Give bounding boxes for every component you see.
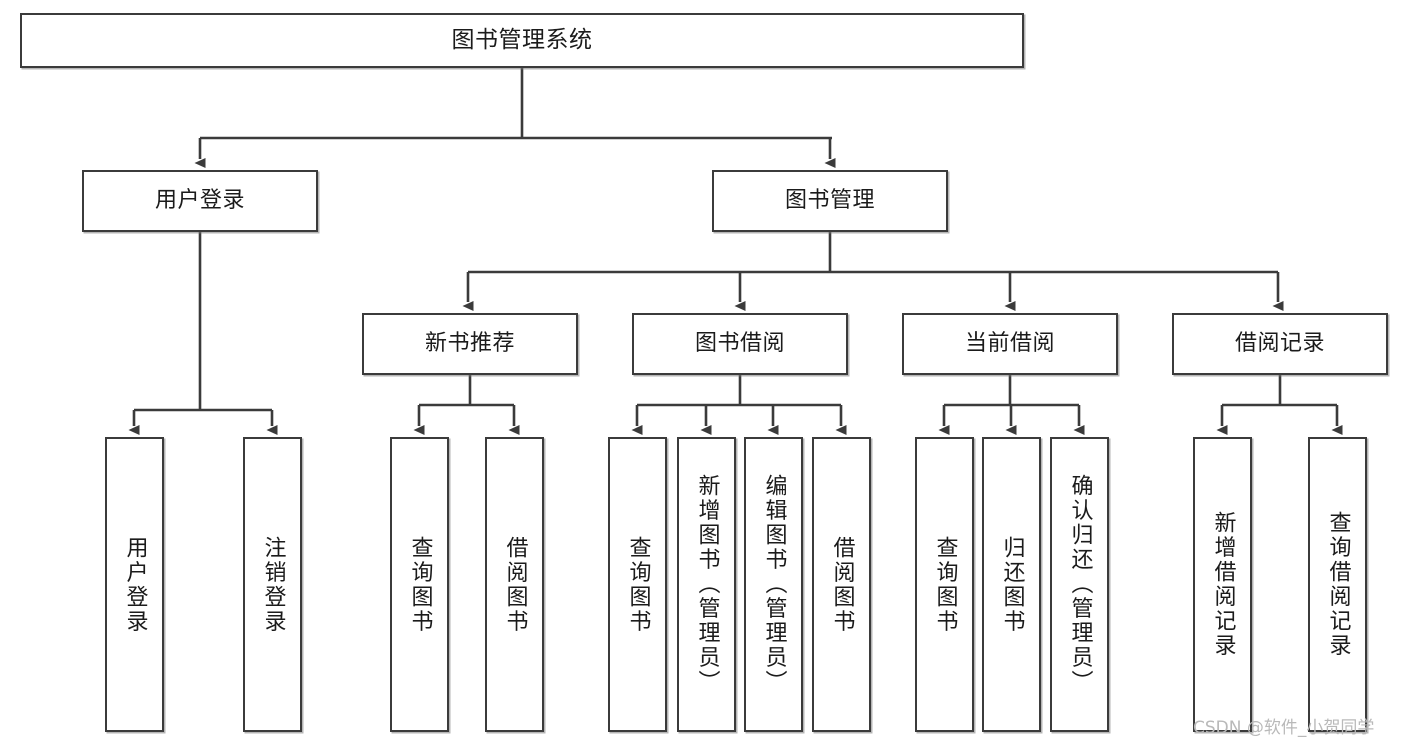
- node-book-borrow[interactable]: 图书借阅: [632, 313, 848, 375]
- leaf-edit-book-admin[interactable]: 编辑图书（管理员）: [744, 437, 803, 732]
- node-new-book-recommend-label: 新书推荐: [424, 330, 515, 356]
- node-book-manage[interactable]: 图书管理: [712, 170, 948, 232]
- leaf-return-book[interactable]: 归还图书: [982, 437, 1041, 732]
- leaf-confirm-return-admin-label: 确认归还（管理员）: [1067, 474, 1093, 695]
- leaf-query-book-brw[interactable]: 查询图书: [608, 437, 667, 732]
- leaf-query-book-cur-label: 查询图书: [932, 535, 958, 634]
- node-root-label: 图书管理系统: [451, 26, 593, 53]
- node-borrow-record-label: 借阅记录: [1234, 330, 1325, 356]
- leaf-query-borrow-record-label: 查询借阅记录: [1325, 511, 1351, 658]
- leaf-query-book-rec[interactable]: 查询图书: [390, 437, 449, 732]
- leaf-borrow-book-brw-label: 借阅图书: [829, 535, 855, 634]
- leaf-query-book-brw-label: 查询图书: [625, 535, 651, 634]
- leaf-borrow-book-rec-label: 借阅图书: [502, 535, 528, 634]
- leaf-query-book-rec-label: 查询图书: [407, 535, 433, 634]
- leaf-add-book-admin[interactable]: 新增图书（管理员）: [677, 437, 736, 732]
- node-root[interactable]: 图书管理系统: [20, 13, 1024, 68]
- csdn-watermark: CSDN @软件_小贺同学: [1193, 718, 1375, 738]
- leaf-add-book-admin-label: 新增图书（管理员）: [694, 474, 720, 695]
- node-new-book-recommend[interactable]: 新书推荐: [362, 313, 578, 375]
- node-borrow-record[interactable]: 借阅记录: [1172, 313, 1388, 375]
- leaf-user-login-label: 用户登录: [122, 535, 148, 634]
- leaf-return-book-label: 归还图书: [999, 535, 1025, 634]
- node-current-borrow-label: 当前借阅: [964, 330, 1055, 356]
- leaf-logout[interactable]: 注销登录: [243, 437, 302, 732]
- node-book-borrow-label: 图书借阅: [694, 330, 785, 356]
- leaf-borrow-book-brw[interactable]: 借阅图书: [812, 437, 871, 732]
- leaf-logout-label: 注销登录: [260, 535, 286, 634]
- leaf-borrow-book-rec[interactable]: 借阅图书: [485, 437, 544, 732]
- node-user-login-label: 用户登录: [154, 187, 245, 213]
- leaf-query-borrow-record[interactable]: 查询借阅记录: [1308, 437, 1367, 732]
- leaf-edit-book-admin-label: 编辑图书（管理员）: [761, 474, 787, 695]
- leaf-add-borrow-record[interactable]: 新增借阅记录: [1193, 437, 1252, 732]
- leaf-add-borrow-record-label: 新增借阅记录: [1210, 511, 1236, 658]
- leaf-user-login[interactable]: 用户登录: [105, 437, 164, 732]
- leaf-confirm-return-admin[interactable]: 确认归还（管理员）: [1050, 437, 1109, 732]
- node-user-login[interactable]: 用户登录: [82, 170, 318, 232]
- leaf-query-book-cur[interactable]: 查询图书: [915, 437, 974, 732]
- node-book-manage-label: 图书管理: [784, 187, 875, 213]
- node-current-borrow[interactable]: 当前借阅: [902, 313, 1118, 375]
